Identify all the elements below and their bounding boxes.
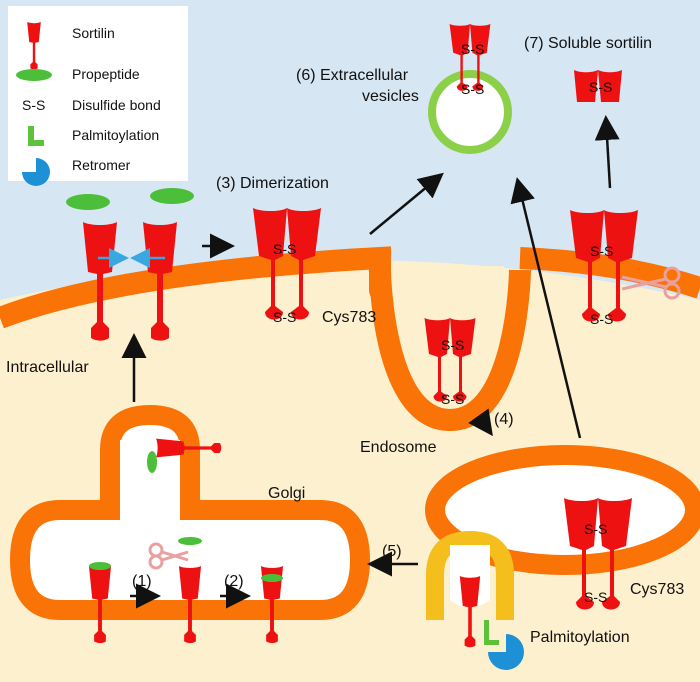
label-golgi: Golgi (268, 485, 305, 502)
legend-propeptide-label: Propeptide (72, 66, 140, 82)
legend-disulfide-symbol: S-S (22, 97, 45, 113)
legend-sortilin-label: Sortilin (72, 25, 115, 41)
legend-propeptide-icon (16, 69, 52, 81)
ss-bond-dimer-cyto: S-S (273, 309, 296, 325)
label-step2: (2) (224, 573, 244, 590)
endosome (425, 445, 700, 575)
label-extracellular-vesicles-2: vesicles (362, 88, 419, 105)
legend-retromer-icon (22, 158, 50, 186)
retromer-icon (488, 634, 524, 670)
propeptide-golgi-bound (261, 574, 283, 582)
label-step1: (1) (132, 573, 152, 590)
scissors-icon-golgi (148, 542, 189, 570)
label-step4: (4) (494, 411, 514, 428)
soluble-sortilin (574, 70, 622, 102)
label-extracellular-vesicles-1: (6) Extracellular (296, 67, 409, 84)
ss-bond-shed-ecto: S-S (590, 243, 613, 259)
ss-bond-vesicle-cyto: S-S (461, 81, 484, 97)
propeptide-golgi-released (178, 537, 202, 545)
ss-bond-soluble: S-S (589, 79, 612, 95)
propeptide-golgi-bud (147, 451, 157, 473)
propeptide-golgi-1 (89, 562, 111, 570)
legend-retromer-label: Retromer (72, 157, 131, 173)
label-endosome: Endosome (360, 439, 437, 456)
membrane-invagination (369, 269, 531, 432)
legend-palmitoylation-label: Palmitoylation (72, 127, 159, 143)
label-step5: (5) (382, 543, 402, 560)
endosome-tubule-collar (426, 530, 514, 620)
label-dimerization: (3) Dimerization (216, 175, 329, 192)
ss-bond-vesicle-ecto: S-S (461, 41, 484, 57)
propeptide-1 (66, 194, 110, 210)
ss-bond-endosome-ecto: S-S (584, 521, 607, 537)
ss-bond-invag-ecto: S-S (441, 337, 464, 353)
arrow-step4 (468, 408, 493, 437)
arrow-to-soluble (594, 115, 620, 189)
label-intracellular: Intracellular (6, 359, 89, 376)
legend-disulfide-label: Disulfide bond (72, 97, 161, 113)
legend-palmitoylation-icon (28, 126, 44, 146)
arrow-to-vesicles (369, 172, 444, 235)
label-cys783-bottom: Cys783 (630, 581, 684, 598)
endosome-tubule-lumen (450, 545, 490, 608)
ss-bond-invag-cyto: S-S (441, 391, 464, 407)
extracellular-vesicle (428, 70, 512, 154)
label-soluble-sortilin: (7) Soluble sortilin (524, 35, 652, 52)
golgi (9, 404, 371, 620)
plasma-membrane-right (519, 247, 700, 299)
ss-bond-dimer-ecto: S-S (273, 241, 296, 257)
ss-bond-endosome-cyto: S-S (584, 589, 607, 605)
scissors-icon (621, 266, 681, 300)
label-cys783-top: Cys783 (322, 309, 376, 326)
label-palmitoylation: Palmitoylation (530, 629, 630, 646)
palmitoylation-mark (484, 620, 499, 645)
invagination-lumen (396, 266, 504, 404)
propeptide-2 (150, 188, 194, 204)
ss-bond-shed-cyto: S-S (590, 311, 613, 327)
arrow-endosome-to-vesicles (510, 177, 582, 439)
